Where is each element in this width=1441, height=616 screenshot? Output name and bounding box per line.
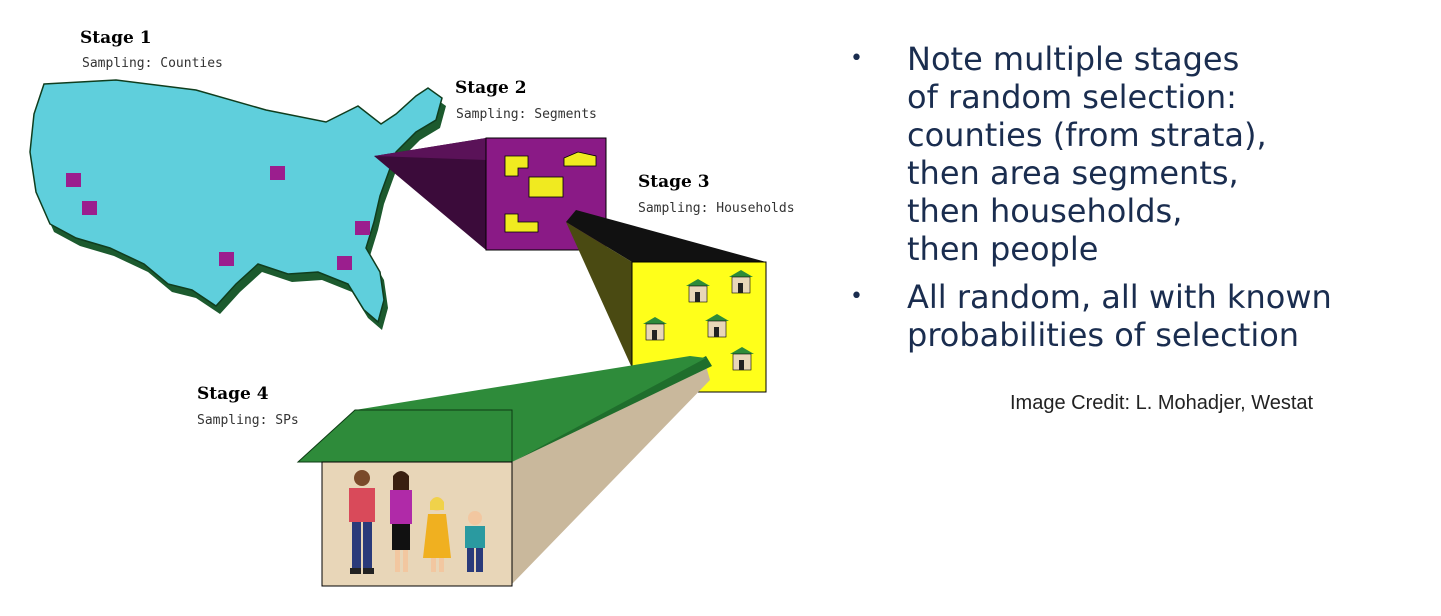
household-tunnel-top (566, 210, 766, 262)
bullet-line: probabilities of selection (907, 316, 1300, 354)
stage-4-title: Stage 4 (197, 384, 269, 404)
person-woman (390, 471, 412, 572)
bullet-line: then households, (907, 192, 1183, 230)
segment-block (528, 176, 564, 198)
image-credit: Image Credit: L. Mohadjer, Westat (1010, 392, 1314, 414)
stage-2-title: Stage 2 (455, 78, 527, 98)
bullet-marker: • (850, 46, 863, 71)
county-marker (66, 173, 81, 187)
person-zoom (296, 356, 712, 587)
segment-block (563, 151, 597, 167)
bullet-marker: • (850, 284, 863, 309)
house-roof (296, 409, 513, 463)
house-icon (729, 270, 753, 294)
us-map (29, 79, 446, 330)
segment-block (504, 155, 529, 177)
segment-block (504, 213, 539, 233)
house-icon (643, 317, 667, 341)
bullet-line: then area segments, (907, 154, 1239, 192)
stage-1-subtitle: Sampling: Counties (82, 56, 223, 71)
person-tunnel-wall (512, 366, 710, 584)
bullet-item: • All random, all with known probabiliti… (850, 278, 1332, 354)
stage-1-title: Stage 1 (80, 28, 152, 48)
county-marker (82, 201, 97, 215)
segment-tunnel (374, 138, 486, 250)
segment-zoom (374, 137, 607, 251)
bullet-list: • Note multiple stages of random selecti… (850, 40, 1332, 364)
county-marker (219, 252, 234, 266)
stage-3-title: Stage 3 (638, 172, 710, 192)
county-marker (355, 221, 370, 235)
house-front (321, 461, 513, 587)
house-icon (686, 279, 710, 303)
house-icon (705, 314, 729, 338)
stage-3-subtitle: Sampling: Households (638, 201, 795, 216)
segment-tunnel-side (374, 138, 486, 160)
house-icon (730, 347, 754, 371)
bullet-line: All random, all with known (907, 278, 1332, 316)
bullet-line: Note multiple stages (907, 40, 1240, 78)
person-boy (465, 511, 485, 572)
stage-2-subtitle: Sampling: Segments (456, 107, 597, 122)
person-tunnel-roof (512, 356, 712, 462)
person-girl (423, 497, 451, 572)
bullet-line: counties (from strata), (907, 116, 1267, 154)
person-man (349, 470, 375, 574)
county-marker (270, 166, 285, 180)
bullet-line: then people (907, 230, 1099, 268)
household-tunnel (566, 222, 632, 368)
bullet-item: • Note multiple stages of random selecti… (850, 40, 1332, 268)
bullet-line: of random selection: (907, 78, 1237, 116)
county-marker (337, 256, 352, 270)
stage-4-subtitle: Sampling: SPs (197, 413, 299, 428)
multistage-sampling-diagram (29, 79, 767, 587)
